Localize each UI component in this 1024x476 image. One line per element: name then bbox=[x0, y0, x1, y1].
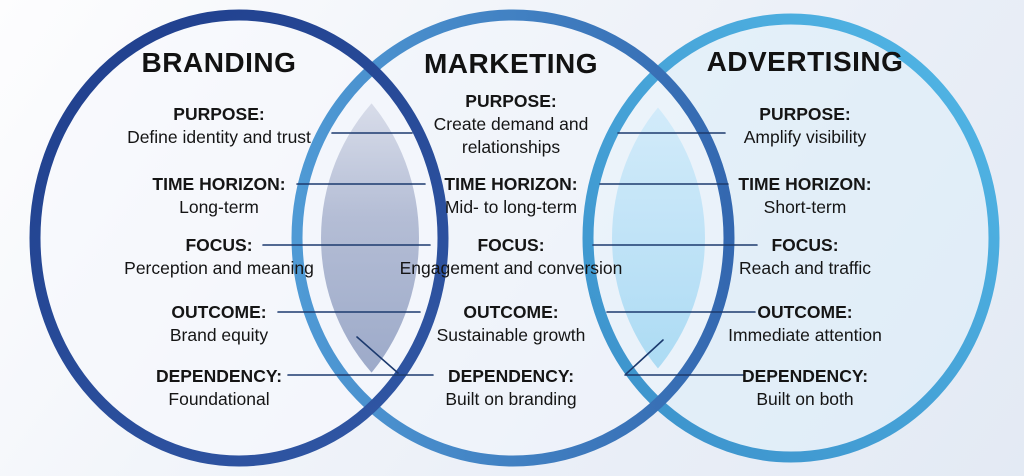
advertising-purpose-row: PURPOSE: Amplify visibility bbox=[655, 103, 955, 149]
purpose-label: PURPOSE: bbox=[173, 104, 265, 124]
connector-dependency-left-diagonal bbox=[356, 336, 399, 374]
marketing-time-horizon-row: TIME HORIZON: Mid- to long-term bbox=[361, 173, 661, 219]
purpose-label: PURPOSE: bbox=[465, 91, 557, 111]
focus-label: FOCUS: bbox=[477, 235, 545, 255]
dependency-label: DEPENDENCY: bbox=[741, 366, 869, 386]
time-horizon-label: TIME HORIZON: bbox=[738, 174, 872, 194]
connector-dependency-right-diagonal bbox=[625, 339, 664, 375]
branding-time-horizon-row: TIME HORIZON: Long-term bbox=[69, 173, 369, 219]
time-horizon-value: Long-term bbox=[179, 197, 259, 217]
outcome-value: Sustainable growth bbox=[436, 325, 586, 345]
branding-focus-row: FOCUS: Perception and meaning bbox=[69, 234, 369, 280]
time-horizon-value: Mid- to long-term bbox=[444, 197, 578, 217]
marketing-outcome-row: OUTCOME: Sustainable growth bbox=[361, 301, 661, 347]
dependency-value: Foundational bbox=[168, 389, 270, 409]
advertising-dependency-row: DEPENDENCY: Built on both bbox=[655, 365, 955, 411]
purpose-value-line2: relationships bbox=[461, 137, 561, 157]
purpose-label: PURPOSE: bbox=[759, 104, 851, 124]
outcome-value: Brand equity bbox=[169, 325, 269, 345]
advertising-outcome-row: OUTCOME: Immediate attention bbox=[655, 301, 955, 347]
branding-title: BRANDING bbox=[141, 47, 297, 78]
dependency-value: Built on both bbox=[756, 389, 854, 409]
marketing-dependency-row: DEPENDENCY: Built on branding bbox=[361, 365, 661, 411]
outcome-value: Immediate attention bbox=[728, 325, 882, 345]
purpose-value-line1: Create demand and bbox=[433, 114, 589, 134]
outcome-label: OUTCOME: bbox=[757, 302, 853, 322]
branding-dependency-row: DEPENDENCY: Foundational bbox=[69, 365, 369, 411]
purpose-value: Define identity and trust bbox=[127, 127, 311, 147]
purpose-value: Amplify visibility bbox=[743, 127, 867, 147]
focus-label: FOCUS: bbox=[771, 235, 839, 255]
marketing-focus-row: FOCUS: Engagement and conversion bbox=[361, 234, 661, 280]
marketing-title: MARKETING bbox=[423, 48, 599, 79]
branding-circle-ring bbox=[29, 9, 449, 467]
dependency-label: DEPENDENCY: bbox=[155, 366, 283, 386]
time-horizon-value: Short-term bbox=[763, 197, 847, 217]
advertising-title: ADVERTISING bbox=[706, 46, 904, 77]
focus-value: Engagement and conversion bbox=[399, 258, 623, 278]
branding-purpose-row: PURPOSE: Define identity and trust bbox=[69, 103, 369, 149]
advertising-time-horizon-row: TIME HORIZON: Short-term bbox=[655, 173, 955, 219]
connector-lines bbox=[262, 132, 758, 376]
advertising-circle-ring bbox=[582, 13, 1000, 463]
outcome-label: OUTCOME: bbox=[463, 302, 559, 322]
dependency-value: Built on branding bbox=[445, 389, 577, 409]
branding-outcome-row: OUTCOME: Brand equity bbox=[69, 301, 369, 347]
focus-label: FOCUS: bbox=[185, 235, 253, 255]
marketing-purpose-row: PURPOSE: Create demand and relationships bbox=[361, 90, 661, 159]
time-horizon-label: TIME HORIZON: bbox=[152, 174, 286, 194]
outcome-label: OUTCOME: bbox=[171, 302, 267, 322]
advertising-focus-row: FOCUS: Reach and traffic bbox=[655, 234, 955, 280]
focus-value: Reach and traffic bbox=[739, 258, 871, 278]
marketing-circle-ring bbox=[291, 9, 735, 467]
time-horizon-label: TIME HORIZON: bbox=[444, 174, 578, 194]
dependency-label: DEPENDENCY: bbox=[447, 366, 575, 386]
focus-value: Perception and meaning bbox=[124, 258, 314, 278]
